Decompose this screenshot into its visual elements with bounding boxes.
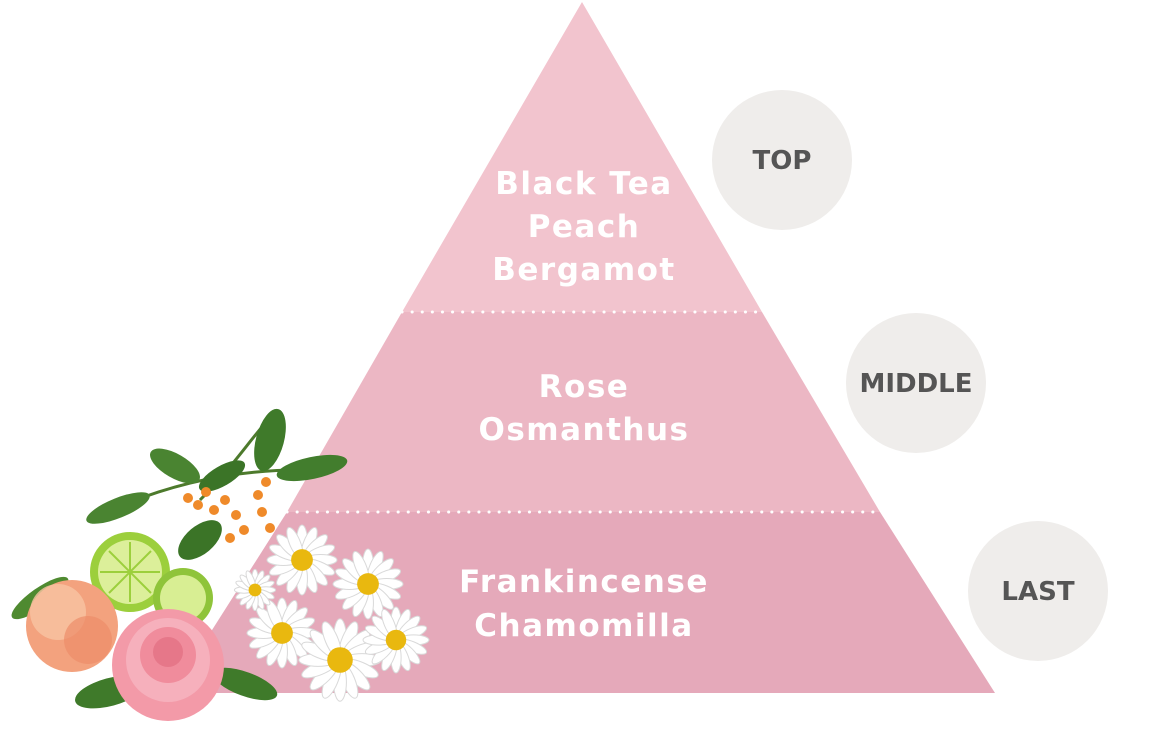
botanical-illustration — [11, 408, 430, 721]
tier-top-shape — [402, 2, 762, 312]
badge-top-label: TOP — [753, 146, 812, 176]
tier-last-notes: Frankincense Chamomilla — [459, 564, 709, 644]
chamomile-flower-icon — [233, 524, 430, 702]
badge-top-circle — [712, 90, 852, 230]
note-peach: Peach — [528, 209, 641, 245]
badge-last-circle — [968, 521, 1108, 661]
badge-middle-label: MIDDLE — [859, 369, 972, 399]
chamomile-flower-icon — [246, 597, 318, 669]
tier-top-notes: Black Tea Peach Bergamot — [492, 166, 675, 288]
badge-last: LAST — [968, 521, 1108, 661]
badge-middle-circle — [846, 313, 986, 453]
chamomile-flower-icon — [233, 568, 277, 612]
note-rose: Rose — [539, 369, 630, 405]
badge-middle: MIDDLE — [846, 313, 986, 453]
badge-last-label: LAST — [1001, 577, 1074, 607]
osmanthus-sprig-icon — [86, 408, 348, 560]
chamomile-flower-icon — [332, 548, 404, 620]
note-frankincense: Frankincense — [459, 564, 709, 600]
note-osmanthus: Osmanthus — [478, 412, 689, 448]
tier-middle-notes: Rose Osmanthus — [478, 369, 689, 448]
peach-icon — [11, 576, 118, 672]
tier-middle-shape — [287, 312, 880, 512]
note-chamomilla: Chamomilla — [474, 608, 693, 644]
rose-icon — [75, 609, 278, 721]
note-bergamot: Bergamot — [492, 252, 675, 288]
badge-top: TOP — [712, 90, 852, 230]
note-black-tea: Black Tea — [495, 166, 672, 202]
chamomile-flower-icon — [266, 524, 338, 596]
chamomile-flower-icon — [298, 618, 382, 702]
chamomile-flower-icon — [362, 606, 430, 674]
